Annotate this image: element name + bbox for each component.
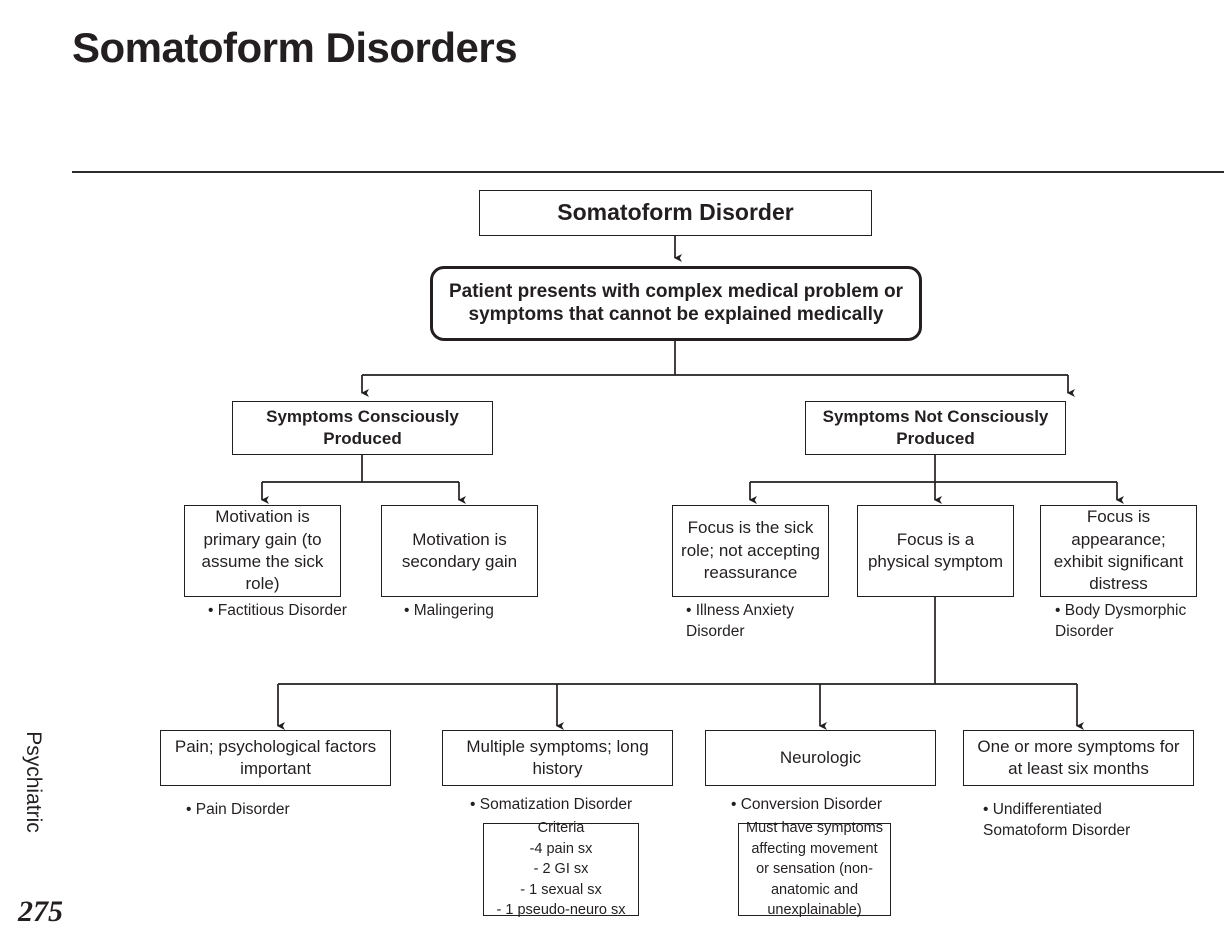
page-title: Somatoform Disorders <box>72 24 518 71</box>
header-divider <box>72 171 1224 173</box>
node-somatoform-disorder[interactable]: Somatoform Disorder <box>479 190 872 236</box>
node-symptoms-not-consciously-produced[interactable]: Symptoms Not Consciously Produced <box>805 401 1066 455</box>
page-number: 275 <box>18 895 63 928</box>
node-one-or-more-symptoms[interactable]: One or more symptoms for at least six mo… <box>963 730 1194 786</box>
note-conversion-disorder: • Conversion Disorder <box>731 796 883 813</box>
note-pain-disorder: • Pain Disorder <box>186 801 290 818</box>
node-label: Symptoms Not Consciously Produced <box>822 406 1049 448</box>
node-neurologic[interactable]: Neurologic <box>705 730 936 786</box>
node-label: Pain; psychological factors important <box>174 736 377 778</box>
note-somatization-disorder: • Somatization Disorder <box>470 796 633 813</box>
note-illness-anxiety-disorder: • Illness Anxiety Disorder <box>686 602 794 640</box>
node-label: Motivation is primary gain (to assume th… <box>201 507 324 594</box>
note-undifferentiated-somatoform-disorder: • Undifferentiated Somatoform Disorder <box>983 801 1131 839</box>
note-factitious-disorder: • Factitious Disorder <box>208 602 347 619</box>
node-label: Somatoform Disorder <box>557 199 794 226</box>
node-focus-sick-role[interactable]: Focus is the sick role; not accepting re… <box>672 505 829 597</box>
node-label: Focus is the sick role; not accepting re… <box>681 518 820 583</box>
node-motivation-secondary-gain[interactable]: Motivation is secondary gain <box>381 505 538 597</box>
node-label: Symptoms Consciously Produced <box>266 406 459 448</box>
node-label: Patient presents with complex medical pr… <box>448 281 903 325</box>
node-label: Focus is appearance; exhibit significant… <box>1053 507 1184 594</box>
node-symptoms-consciously-produced[interactable]: Symptoms Consciously Produced <box>232 401 493 455</box>
node-label: Criteria -4 pain sx - 2 GI sx - 1 sexual… <box>496 820 626 919</box>
node-somatization-criteria[interactable]: Criteria -4 pain sx - 2 GI sx - 1 sexual… <box>483 820 639 918</box>
node-label: Multiple symptoms; long history <box>466 736 649 778</box>
node-patient-presents[interactable]: Patient presents with complex medical pr… <box>430 266 922 341</box>
node-conversion-criteria[interactable]: Must have symptoms affecting movement or… <box>738 820 891 918</box>
node-pain-psychological[interactable]: Pain; psychological factors important <box>160 730 391 786</box>
node-focus-appearance[interactable]: Focus is appearance; exhibit significant… <box>1040 505 1197 597</box>
node-motivation-primary-gain[interactable]: Motivation is primary gain (to assume th… <box>184 505 341 597</box>
node-label: Must have symptoms affecting movement or… <box>746 820 883 919</box>
node-label: Focus is a physical symptom <box>867 529 1004 571</box>
node-focus-physical-symptom[interactable]: Focus is a physical symptom <box>857 505 1014 597</box>
note-malingering: • Malingering <box>404 602 494 619</box>
note-body-dysmorphic-disorder: • Body Dysmorphic Disorder <box>1055 602 1187 640</box>
node-label: Motivation is secondary gain <box>401 529 518 571</box>
node-label: Neurologic <box>779 747 862 767</box>
node-label: One or more symptoms for at least six mo… <box>977 736 1180 778</box>
node-multiple-symptoms[interactable]: Multiple symptoms; long history <box>442 730 673 786</box>
